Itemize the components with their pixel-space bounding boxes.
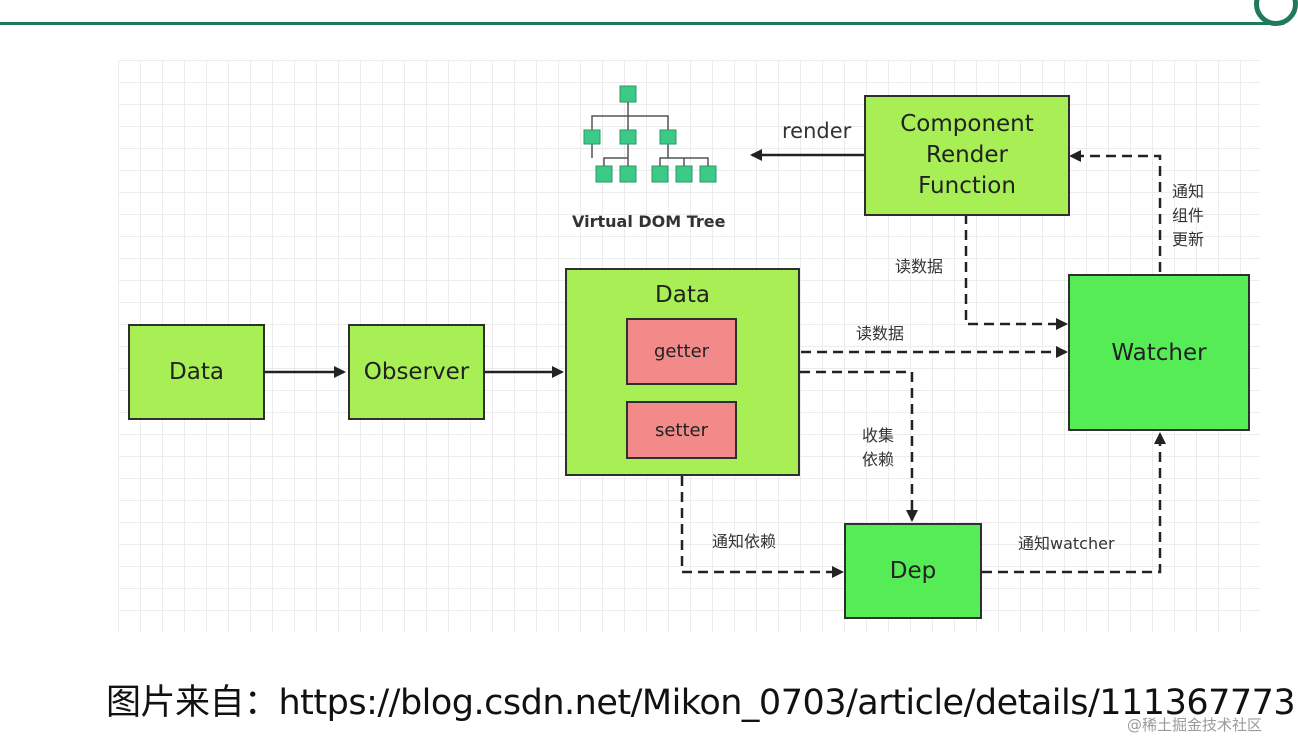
top-bar — [0, 0, 1284, 25]
read-data-label-getter: 读数据 — [856, 324, 905, 343]
render-label: render — [782, 119, 852, 143]
component-render-function-node: Component Render Function — [864, 95, 1070, 216]
reactive-data-title: Data — [655, 282, 710, 308]
notify-update-edge — [1069, 150, 1162, 272]
watermark: @稀土掘金技术社区 — [1126, 716, 1262, 734]
read-data-edge-top — [964, 214, 1068, 330]
data-source-node: Data — [128, 324, 265, 420]
setter-node: setter — [626, 401, 737, 459]
notify-watcher-edge — [982, 432, 1166, 574]
read-data-label-top: 读数据 — [895, 257, 944, 276]
watcher-node: Watcher — [1068, 274, 1250, 431]
notify-watcher-label: 通知watcher — [1018, 534, 1115, 553]
dep-node: Dep — [844, 523, 982, 619]
vdom-tree-label: Virtual DOM Tree — [572, 212, 726, 231]
collect-deps-edge — [800, 370, 918, 522]
notify-update-label: 通知 组件 更新 — [1172, 182, 1205, 249]
collect-deps-label: 收集 依赖 — [862, 426, 895, 469]
notify-deps-edge — [680, 476, 844, 578]
observer-node: Observer — [348, 324, 485, 420]
image-source-caption: 图片来自：https://blog.csdn.net/Mikon_0703/ar… — [106, 683, 1296, 723]
notify-deps-label: 通知依赖 — [712, 532, 777, 551]
getter-node: getter — [626, 318, 737, 385]
vdom-tree-icon — [583, 85, 717, 183]
